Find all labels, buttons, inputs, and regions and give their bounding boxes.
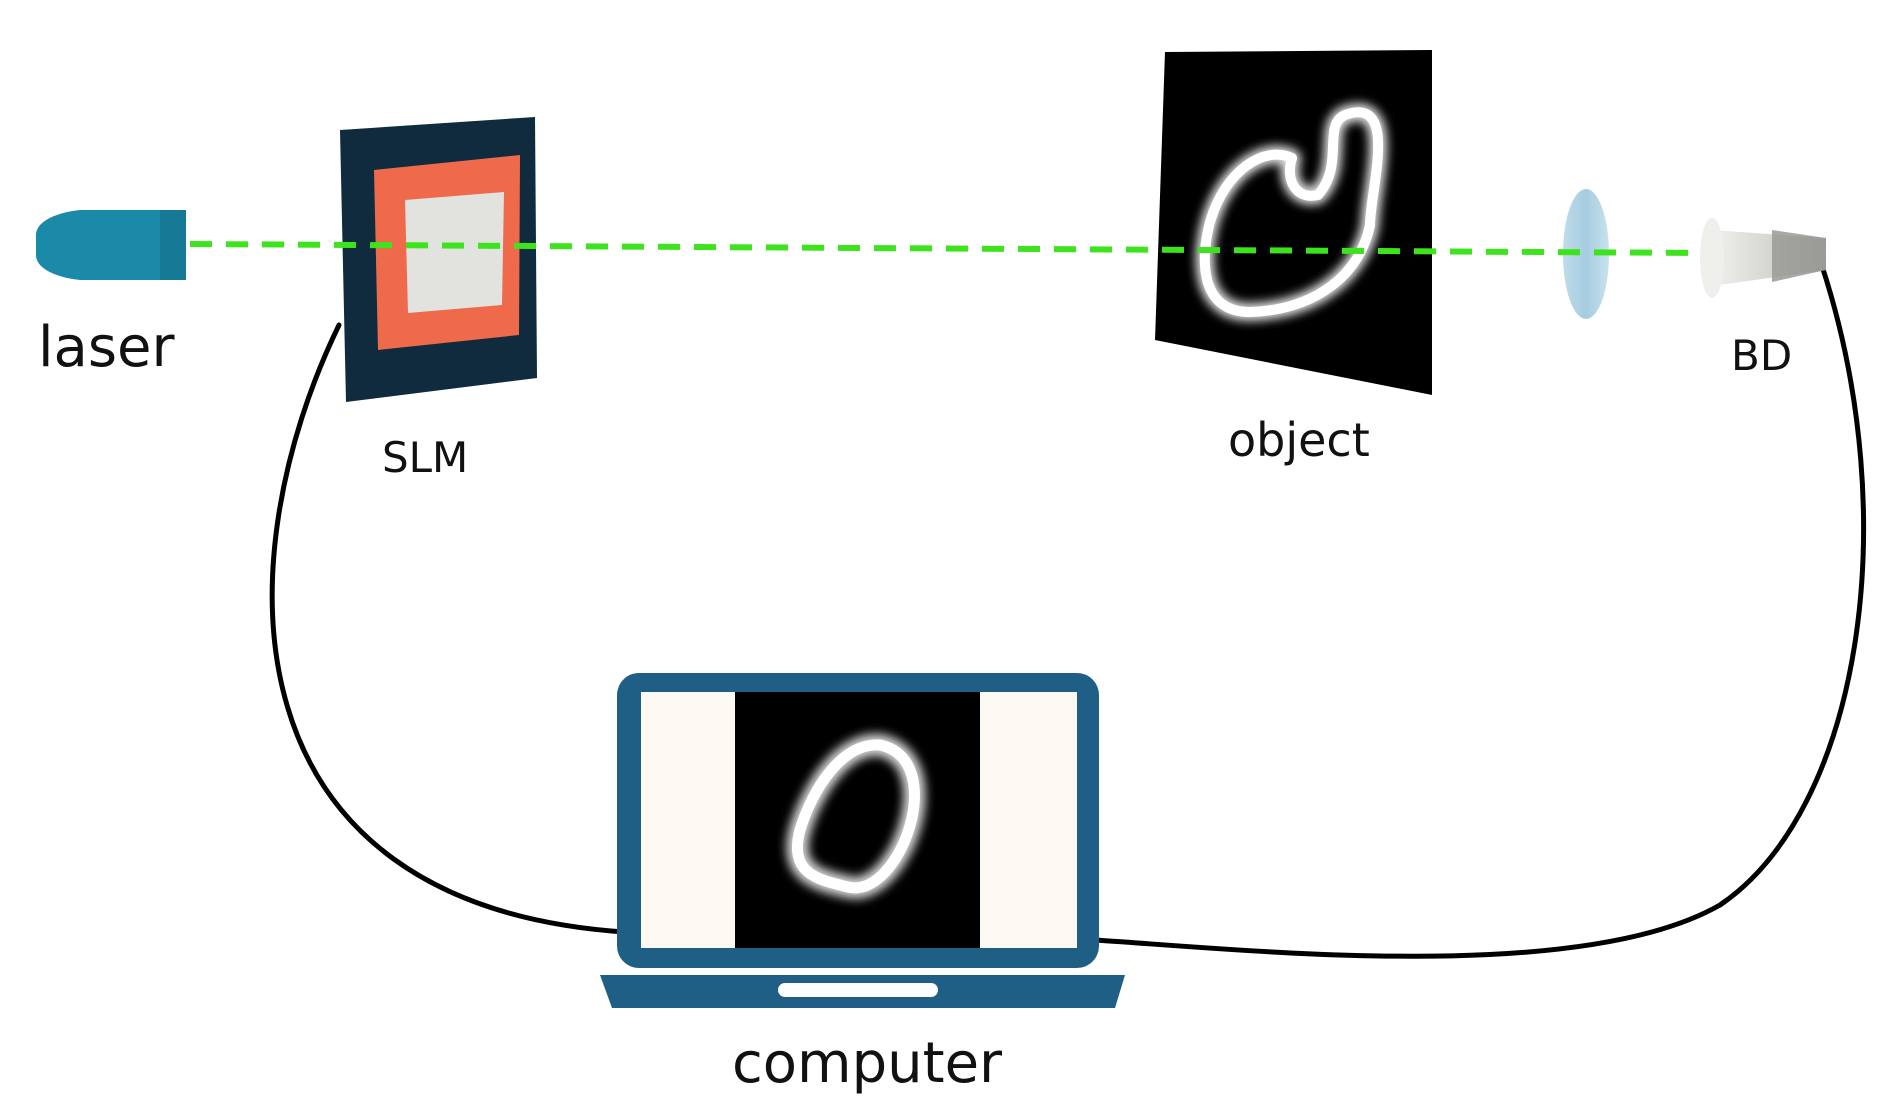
digit-zero-mask-icon bbox=[1155, 50, 1432, 395]
slm-label: SLM bbox=[382, 433, 468, 482]
spatial-light-modulator-icon bbox=[340, 117, 537, 402]
computer-label: computer bbox=[732, 1031, 1003, 1096]
lens-icon bbox=[1563, 189, 1609, 319]
cable-slm-computer bbox=[269, 322, 628, 935]
bucket-detector-icon bbox=[1700, 218, 1826, 298]
bd-label: BD bbox=[1731, 331, 1792, 380]
laser-emitter-icon bbox=[36, 210, 186, 280]
laser-label: laser bbox=[38, 315, 176, 380]
laptop-icon bbox=[600, 673, 1125, 1008]
cable-bd-computer bbox=[1092, 263, 1866, 959]
laser-beam bbox=[189, 241, 1706, 256]
object-label: object bbox=[1228, 413, 1370, 467]
